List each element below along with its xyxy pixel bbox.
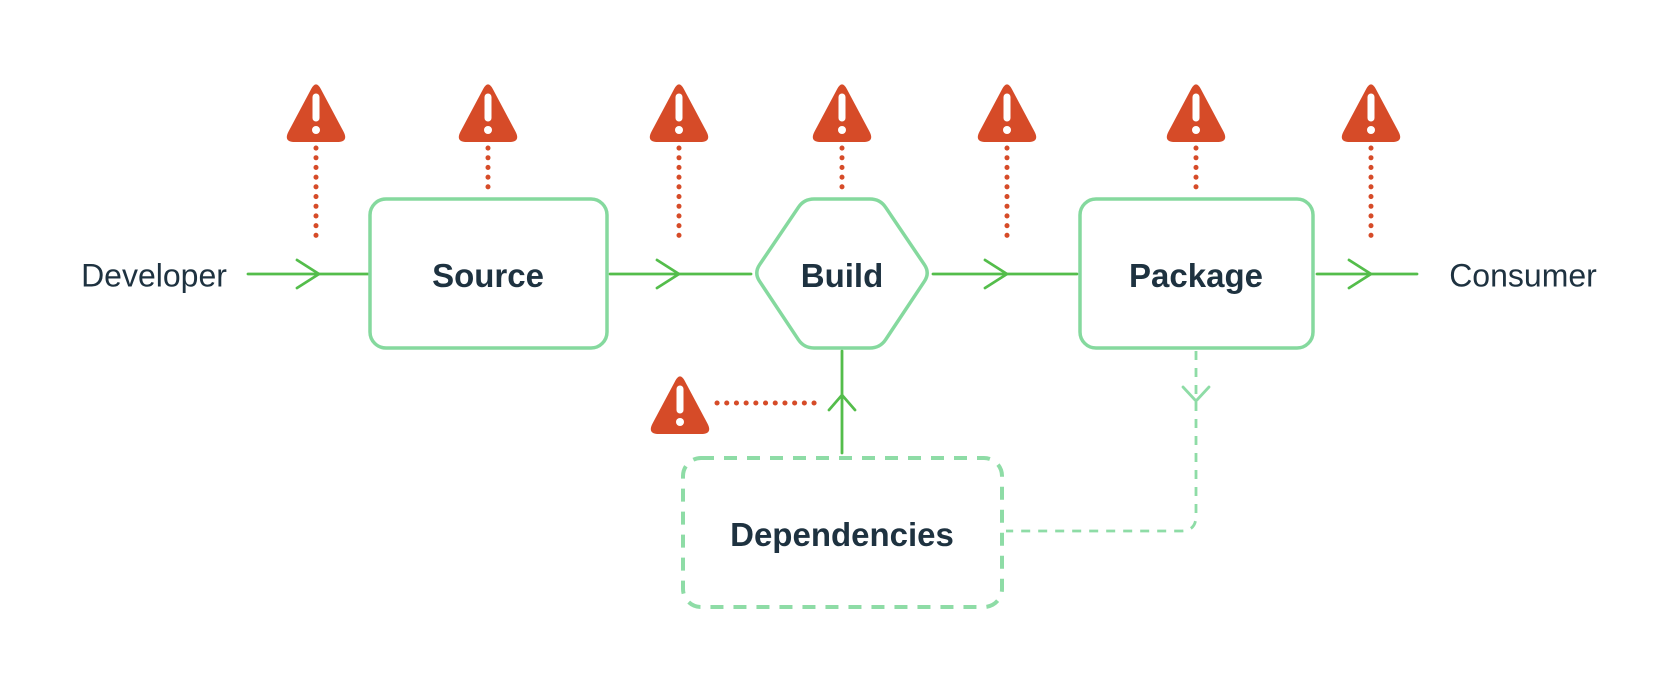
warning-triangle-icon — [1341, 84, 1401, 142]
build-hexagon — [755, 197, 929, 350]
node-dependencies: Dependencies — [681, 456, 1004, 609]
build-node-label: Build — [801, 257, 883, 294]
warning-triangle-icon — [649, 84, 709, 142]
warning-triangle-icon — [977, 84, 1037, 142]
arrow-source-to-build — [608, 258, 753, 290]
package-node-label: Package — [1129, 257, 1263, 294]
arrow-build-to-package — [931, 258, 1079, 290]
warning-triangle-icon — [650, 376, 710, 434]
arrow-package-to-dependencies — [1006, 351, 1211, 533]
warning-triangle-icon — [1166, 84, 1226, 142]
source-node-label: Source — [432, 257, 544, 294]
consumer-label: Consumer — [1449, 258, 1597, 294]
warning-triangle-icon — [812, 84, 872, 142]
node-build: Build — [755, 197, 929, 350]
arrow-dependencies-to-build — [827, 349, 857, 455]
node-package: Package — [1078, 197, 1315, 350]
arrow-package-to-consumer — [1315, 258, 1419, 290]
dependencies-node-label: Dependencies — [730, 516, 954, 553]
arrow-developer-to-source — [246, 258, 370, 290]
warning-triangle-icon — [458, 84, 518, 142]
developer-label: Developer — [81, 258, 227, 294]
warning-triangle-icon — [286, 84, 346, 142]
node-source: Source — [368, 197, 609, 350]
